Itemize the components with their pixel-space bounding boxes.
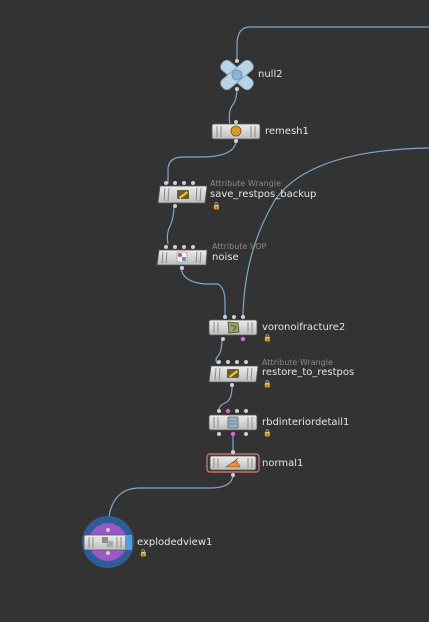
remesh-icon	[230, 125, 242, 137]
vop-icon	[176, 251, 188, 263]
node-noise[interactable]	[156, 245, 208, 270]
node-save_restpos_backup[interactable]	[157, 181, 208, 208]
node-rbdinteriordetail1[interactable]	[208, 408, 258, 437]
wire-restore-to-rbd[interactable]	[218, 386, 233, 413]
node-label-explodedview1: explodedview1	[137, 537, 213, 548]
rbd-icon	[227, 416, 239, 429]
node-normal1[interactable]	[206, 450, 260, 477]
lock-icon: 🔒	[263, 334, 272, 342]
null-cross-icon	[220, 59, 254, 91]
wrangle-icon	[177, 190, 189, 199]
node-type-noise: Attribute VOP	[212, 242, 267, 251]
node-label-voronoifracture2: voronoifracture2	[262, 322, 346, 333]
lock-icon: 🔒	[212, 202, 221, 210]
node-type-save_restpos_backup: Attribute Wrangle	[210, 179, 281, 188]
explodedview-icon	[102, 537, 113, 547]
wrangle-icon	[227, 369, 239, 378]
wire-voronoi-to-restore[interactable]	[215, 337, 223, 365]
node-restore_to_restpos[interactable]	[208, 360, 259, 387]
node-remesh1[interactable]	[211, 120, 261, 143]
node-type-restore_to_restpos: Attribute Wrangle	[262, 358, 333, 367]
normal-icon	[225, 457, 241, 468]
display-flag[interactable]	[125, 535, 132, 550]
node-explodedview1[interactable]	[82, 516, 134, 568]
node-label-restore_to_restpos: restore_to_restpos	[262, 367, 355, 378]
voronoi-icon	[227, 321, 240, 334]
wire-offscreen-to-voronoi[interactable]	[242, 147, 429, 318]
wire-null2-to-remesh1[interactable]	[228, 87, 238, 125]
node-label-rbdinteriordetail1: rbdinteriordetail1	[262, 417, 350, 428]
node-voronoifracture2[interactable]	[208, 315, 258, 342]
node-label-normal1: normal1	[262, 458, 304, 469]
lock-icon: 🔒	[263, 429, 272, 437]
wire-offscreen-to-null2[interactable]	[236, 26, 429, 62]
node-label-noise: noise	[212, 252, 239, 263]
wire-noise-to-voronoi[interactable]	[180, 265, 226, 317]
wire-remesh1-to-save[interactable]	[167, 139, 237, 184]
node-label-remesh1: remesh1	[265, 126, 309, 137]
node-label-save_restpos_backup: save_restpos_backup	[210, 189, 317, 200]
wires	[107, 26, 429, 531]
wire-save-to-noise[interactable]	[166, 204, 175, 245]
wire-normal-to-exploded[interactable]	[107, 473, 234, 531]
lock-icon: 🔒	[139, 549, 148, 557]
node-null2[interactable]	[219, 58, 256, 92]
lock-icon: 🔒	[263, 380, 272, 388]
node-label-null2: null2	[258, 69, 283, 80]
